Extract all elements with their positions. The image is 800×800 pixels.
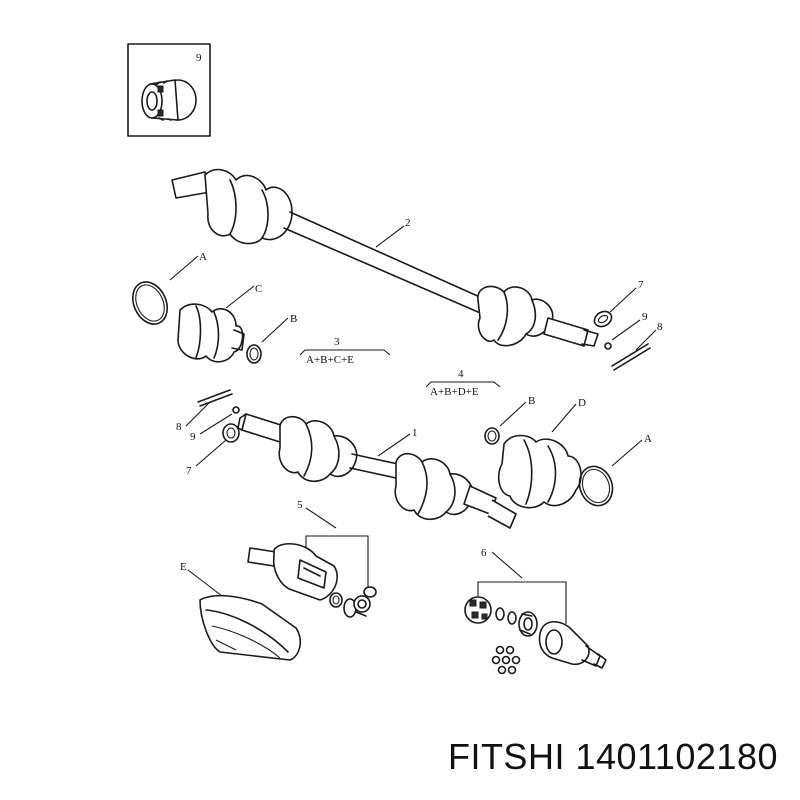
label-9-inset: 9 [196, 52, 202, 64]
label-1: 1 [412, 427, 418, 439]
tripod-housing [247, 543, 338, 601]
leader-2 [375, 225, 405, 248]
leader-E [187, 569, 223, 597]
label-4: 4 [458, 368, 464, 380]
label-8-left: 8 [176, 421, 182, 433]
leader-B-right [499, 401, 527, 427]
ring-B-upper [246, 344, 262, 364]
cv-outer-joint [538, 621, 607, 669]
label-5: 5 [297, 499, 303, 511]
bracket-4 [425, 381, 501, 388]
label-2: 2 [405, 217, 411, 229]
part-number-caption: FITSHI 1401102180 [447, 736, 778, 777]
cotter-pin-8-top [611, 343, 651, 371]
leader-C [225, 285, 255, 309]
label-7-left: 7 [186, 465, 192, 477]
label-3: 3 [334, 336, 340, 348]
leader-5 [305, 507, 337, 529]
washer-7-left [222, 423, 240, 443]
tripod-spider [343, 586, 377, 618]
bracket-6 [477, 581, 567, 624]
label-B-top: B [290, 313, 297, 325]
nut-9-left [232, 406, 240, 414]
upper-drive-shaft [171, 168, 599, 347]
label-B-right: B [528, 395, 535, 407]
cotter-pin-8-left [197, 389, 233, 407]
leader-1 [377, 433, 411, 457]
ring-B-right [484, 427, 500, 445]
leader-9-left [199, 413, 233, 435]
cv-balls [491, 645, 521, 675]
leader-D [551, 403, 577, 433]
leader-8-top [635, 329, 657, 351]
clamp-A-upper [131, 281, 169, 325]
leader-A-right [611, 439, 643, 467]
label-4-formula: A+B+D+E [430, 386, 479, 398]
nut-9-top [604, 342, 612, 350]
label-9-top: 9 [642, 311, 648, 323]
seal-ring-5 [329, 592, 343, 608]
leader-9-top [611, 319, 641, 341]
label-6: 6 [481, 547, 487, 559]
leader-A-top [169, 255, 199, 281]
grease-packet-E [199, 594, 302, 661]
part-9-inset: 9 [127, 43, 211, 137]
label-3-formula: A+B+C+E [306, 354, 354, 366]
lower-drive-shaft [237, 413, 517, 529]
cv-cage [464, 596, 492, 624]
bracket-3 [299, 349, 391, 356]
boot-D [497, 434, 582, 509]
label-E: E [180, 561, 187, 573]
label-D: D [578, 397, 586, 409]
label-9-left: 9 [190, 431, 196, 443]
label-A-right: A [644, 433, 652, 445]
clamp-A-right [578, 465, 614, 507]
washer-7-top [593, 310, 613, 328]
label-7-top: 7 [638, 279, 644, 291]
boot-C [177, 303, 245, 363]
leader-8-left [185, 401, 211, 427]
label-C: C [255, 283, 262, 295]
leader-7-left [195, 439, 227, 467]
leader-6 [491, 551, 523, 579]
cv-circlips [495, 607, 517, 625]
leader-B-top [261, 317, 289, 343]
label-8-top: 8 [657, 321, 663, 333]
axle-nut-illustration [141, 79, 197, 121]
leader-7-top [609, 287, 637, 313]
cv-inner-race [518, 611, 538, 637]
label-A-top: A [199, 251, 207, 263]
